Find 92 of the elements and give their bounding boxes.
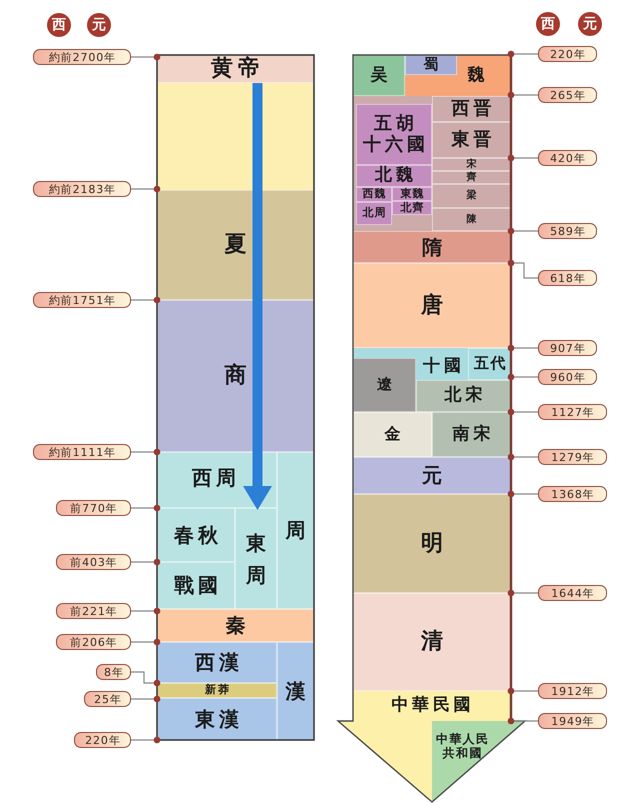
leader-line: [508, 490, 538, 498]
dynasty-block: 漢: [277, 642, 314, 740]
year-label: 265年: [538, 87, 597, 103]
year-label: 420年: [538, 150, 597, 166]
year-label: 8年: [96, 664, 131, 680]
heading-badge: 元: [578, 12, 602, 36]
leader-line: [508, 154, 538, 162]
dynasty-block: 元: [353, 457, 511, 494]
leader-line: [508, 374, 538, 380]
year-label: 220年: [74, 732, 131, 748]
dynasty-block: 黄帝: [157, 55, 314, 83]
heading-badge: 西: [47, 13, 71, 37]
year-label: 1949年: [538, 713, 607, 729]
dynasty-block: 北宋: [416, 380, 511, 412]
leader-line: [131, 186, 160, 192]
year-label: 1127年: [538, 404, 607, 420]
year-label: 1368年: [538, 486, 607, 502]
year-label: 前206年: [56, 634, 131, 650]
dynasty-block: 明: [353, 494, 511, 593]
leader-line: [131, 54, 160, 60]
dynasty-block: 齊: [432, 171, 511, 184]
dynasty-block: 梁: [432, 184, 511, 208]
year-label: 960年: [538, 369, 597, 385]
leader-line: [508, 454, 538, 460]
dynasty-block: 蜀: [405, 55, 457, 75]
dynasty-block: 東魏: [392, 187, 432, 201]
dynasty-block: 新莽: [157, 683, 277, 698]
leader-line: [508, 92, 538, 98]
dynasty-block: 夏: [157, 190, 314, 300]
year-label: 約前2700年: [33, 49, 131, 65]
dynasty-block: 西魏: [356, 187, 392, 202]
leader-line: [131, 504, 160, 512]
heading-badge: 西: [536, 12, 560, 36]
year-label: 589年: [538, 223, 597, 239]
year-label: 220年: [538, 46, 597, 62]
dynasty-block: 金: [353, 412, 432, 457]
dynasty-block: 周: [277, 452, 314, 609]
dynasty-block: 西晋: [432, 96, 511, 122]
year-label: 907年: [538, 340, 597, 356]
dynasty-block: 吴: [353, 55, 405, 96]
column-frame: [157, 55, 314, 740]
dynasty-block: 南宋: [432, 412, 511, 457]
year-label: 前403年: [56, 554, 131, 570]
leader-line: [508, 688, 538, 694]
leader-line: [508, 228, 538, 234]
period-block: [157, 83, 314, 190]
dynasty-block: 遼: [353, 358, 416, 412]
year-label: 前770年: [56, 500, 131, 516]
year-label: 1644年: [538, 585, 607, 601]
leader-line: [508, 260, 538, 279]
dynasty-block: 陳: [432, 208, 511, 231]
dynasty-block: 商: [157, 300, 314, 452]
dynasty-block: 北魏: [356, 165, 432, 187]
leader-line: [131, 296, 160, 304]
year-label: 25年: [84, 691, 131, 707]
heading-badge: 元: [87, 13, 111, 37]
year-label: 1279年: [538, 449, 607, 465]
dynasty-block: 戰國: [157, 562, 235, 609]
dynasty-block: 五代: [468, 348, 511, 380]
leader-line: [508, 408, 538, 416]
year-label: 約前1751年: [33, 292, 131, 308]
leader-line: [131, 696, 160, 702]
leader-line: [131, 736, 160, 744]
year-label: 前221年: [56, 603, 131, 619]
leader-line: [131, 671, 160, 686]
leader-line: [508, 718, 538, 724]
dynasty-block: 東漢: [157, 698, 277, 740]
dynasty-block: 北周: [356, 202, 392, 225]
year-label: 約前1111年: [33, 444, 131, 460]
dynasty-block: 清: [353, 593, 511, 691]
arrow-frame: [338, 55, 525, 803]
leader-line: [131, 558, 160, 566]
dynasty-block: 隋: [353, 231, 511, 263]
dynasty-block: 秦: [157, 609, 314, 642]
dynasty-block: 中華人民共和國: [432, 721, 525, 802]
leader-line: [508, 590, 538, 596]
leader-line: [131, 638, 160, 646]
dynasty-block: 宋: [432, 158, 511, 171]
dynasty-block: 東周: [235, 508, 277, 609]
leader-line: [508, 50, 538, 58]
dynasty-block: 北齊: [392, 201, 432, 215]
year-label: 約前2183年: [33, 181, 131, 197]
leader-line: [131, 608, 160, 614]
leader-line: [131, 448, 160, 456]
dynasty-block: 五胡十六國: [356, 104, 432, 165]
year-label: 1912年: [538, 683, 607, 699]
dynasty-block: 東晋: [432, 122, 511, 158]
leader-line: [508, 344, 538, 352]
dynasty-block: 唐: [353, 263, 511, 348]
dynasty-block: 春秋: [157, 508, 235, 562]
year-label: 618年: [538, 270, 597, 286]
dynasty-block: 西漢: [157, 642, 277, 683]
